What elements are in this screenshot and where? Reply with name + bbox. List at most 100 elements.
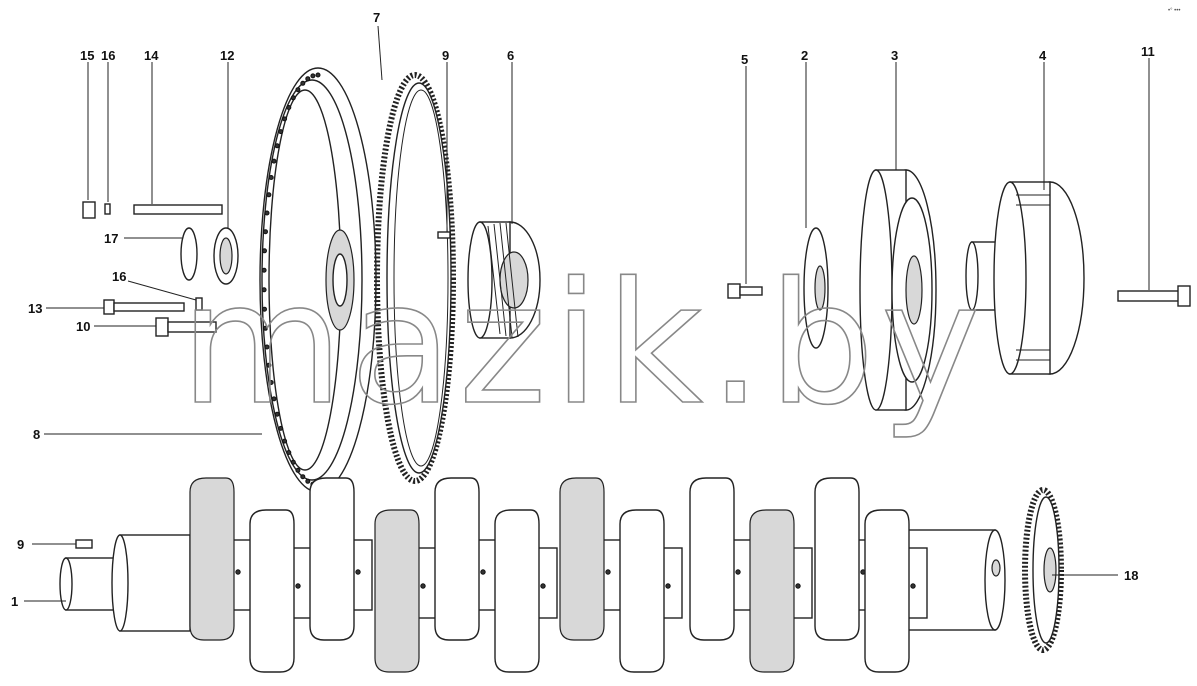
callout-17: 17: [104, 231, 118, 246]
callout-14: 14: [144, 48, 159, 63]
crank-web: [374, 509, 420, 673]
callout-12: 12: [220, 48, 234, 63]
flywheel-hole: [261, 287, 267, 293]
callout-9b: 9: [17, 537, 24, 552]
crank-gear: [467, 221, 541, 339]
crank-web: [189, 477, 235, 641]
callout-16b: 16: [112, 269, 126, 284]
flywheel-hole: [278, 425, 284, 431]
flywheel-hole: [262, 306, 267, 312]
flywheel-hole: [286, 105, 292, 110]
callout-16a: 16: [101, 48, 115, 63]
flywheel-hole: [263, 229, 268, 235]
bolt-10: [155, 317, 217, 337]
bolt-11: [1117, 285, 1191, 307]
oil-hole: [355, 569, 361, 575]
flywheel-hole: [268, 380, 274, 385]
dowel-pin: [437, 231, 451, 239]
leader-lines: [24, 25, 1150, 602]
flywheel-hole: [264, 344, 270, 350]
callout-7: 7: [373, 10, 380, 25]
corner-mark: •° •••: [1168, 8, 1180, 14]
flywheel-hole: [315, 72, 321, 78]
oil-hole: [665, 583, 671, 589]
callout-4: 4: [1039, 48, 1047, 63]
oil-hole: [480, 569, 486, 575]
flywheel-hole: [282, 116, 288, 122]
flywheel-hole: [271, 396, 277, 402]
oil-hole: [540, 583, 546, 589]
stud-14: [133, 204, 223, 215]
flywheel-hole: [261, 267, 267, 273]
flywheel-hole: [290, 459, 296, 465]
callout-9a: 9: [442, 48, 449, 63]
oil-hole: [735, 569, 741, 575]
crank-web: [309, 477, 355, 641]
washer-16b: [195, 297, 203, 311]
oil-hole: [420, 583, 426, 589]
crankshaft: [59, 477, 1006, 673]
adapter-plate: [803, 227, 829, 349]
flywheel-hole: [282, 438, 288, 444]
flywheel-hole: [305, 478, 311, 484]
flywheel-hole: [300, 80, 306, 86]
nut-15: [82, 201, 96, 219]
oil-hole: [795, 583, 801, 589]
flywheel-hole: [300, 474, 306, 480]
crank-web: [249, 509, 295, 673]
flywheel-hole: [290, 95, 296, 101]
flywheel-hole: [268, 175, 274, 180]
crank-webs: [189, 477, 928, 673]
callout-13: 13: [28, 301, 42, 316]
callout-labels: 15 16 14 12 7 9 6 5 2 3 4 11 17 16 13 10…: [11, 10, 1155, 609]
flywheel-hole: [274, 411, 280, 417]
flywheel: [259, 67, 377, 493]
flywheel-hole: [274, 143, 280, 149]
flywheel-hole: [295, 467, 301, 473]
bushing-12: [213, 227, 239, 285]
crank-web: [864, 509, 910, 673]
vibration-damper: [859, 169, 937, 411]
flywheel-bolt-holes: [261, 72, 321, 488]
washer-16: [104, 203, 111, 215]
watermark: mazik.by: [180, 246, 986, 442]
callout-1: 1: [11, 594, 18, 609]
ring-gear: [374, 72, 456, 484]
flywheel-hole: [305, 76, 311, 82]
bolt-13: [103, 299, 185, 315]
callout-5: 5: [741, 52, 748, 67]
flywheel-hole: [266, 362, 272, 368]
flywheel-hole: [271, 158, 277, 164]
crank-web: [814, 477, 860, 641]
crank-web: [619, 509, 665, 673]
callout-8: 8: [33, 427, 40, 442]
crank-web: [434, 477, 480, 641]
callout-18: 18: [1124, 568, 1138, 583]
callout-10: 10: [76, 319, 90, 334]
flywheel-hole: [278, 129, 284, 135]
crank-pulley: [965, 181, 1085, 375]
callout-2: 2: [801, 48, 808, 63]
callout-6: 6: [507, 48, 514, 63]
flywheel-hole: [310, 73, 316, 79]
oil-hole: [235, 569, 241, 575]
crank-web: [559, 477, 605, 641]
callout-11: 11: [1141, 44, 1155, 59]
bolt-5: [727, 283, 763, 299]
oil-hole: [910, 583, 916, 589]
oil-hole: [295, 583, 301, 589]
flywheel-hole: [295, 87, 301, 93]
key-9: [75, 539, 93, 549]
timing-gear: [1022, 487, 1064, 653]
crank-web: [689, 477, 735, 641]
flywheel-hole: [286, 450, 292, 455]
flywheel-hole: [266, 192, 272, 198]
oil-hole: [605, 569, 611, 575]
o-ring-17: [180, 227, 198, 281]
flywheel-hole: [264, 210, 270, 216]
flywheel-hole: [263, 325, 268, 331]
callout-3: 3: [891, 48, 898, 63]
callout-15: 15: [80, 48, 94, 63]
